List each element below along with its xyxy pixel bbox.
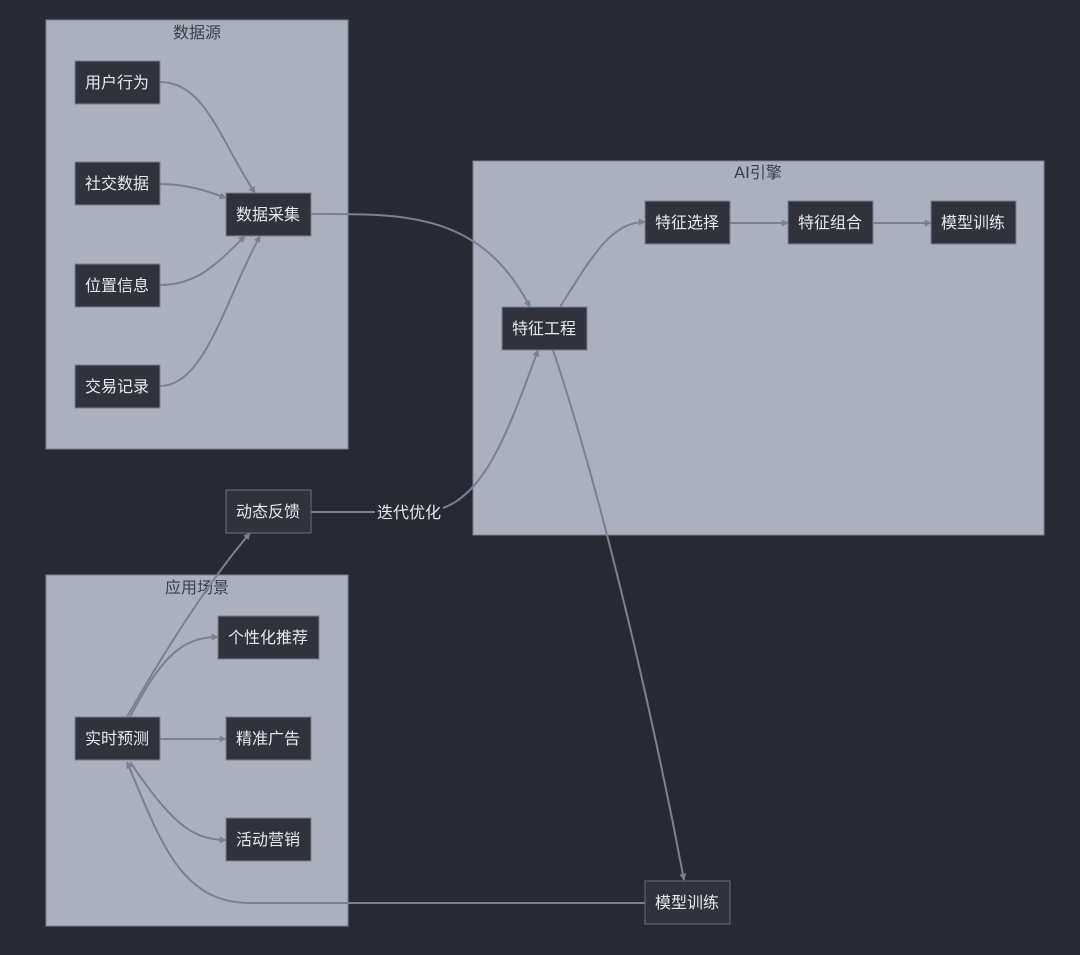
node-label: 数据采集 — [236, 205, 300, 224]
node-label: 特征工程 — [512, 319, 576, 338]
node-label: 特征选择 — [655, 213, 719, 232]
node-realtime-prediction[interactable]: 实时预测 — [74, 716, 161, 761]
edge-feature-eng-to-selection — [559, 218, 646, 308]
node-user-behavior[interactable]: 用户行为 — [74, 60, 161, 105]
node-location-info[interactable]: 位置信息 — [74, 263, 161, 308]
node-label: 社交数据 — [85, 174, 149, 193]
node-transaction-record[interactable]: 交易记录 — [74, 364, 161, 409]
node-social-data[interactable]: 社交数据 — [74, 161, 161, 206]
edge-model-to-prediction — [126, 761, 645, 904]
node-event-marketing[interactable]: 活动营销 — [225, 817, 312, 862]
node-dynamic-feedback[interactable]: 动态反馈 — [225, 489, 312, 534]
edge-user-behavior-to-collection — [159, 81, 256, 194]
node-model-training-ai[interactable]: 模型训练 — [930, 200, 1017, 245]
edge-transaction-to-collection — [159, 235, 261, 387]
node-label: 实时预测 — [85, 729, 149, 748]
node-label: 精准广告 — [236, 729, 300, 748]
edge-feature-eng-to-model — [552, 349, 687, 881]
edge-prediction-to-feedback — [126, 532, 251, 718]
node-feature-combination[interactable]: 特征组合 — [787, 200, 874, 245]
node-label: 活动营销 — [236, 830, 300, 849]
edge-location-to-collection — [159, 235, 246, 286]
node-label: 特征组合 — [798, 213, 862, 232]
edge-social-to-collection — [159, 183, 227, 200]
subgraph-title-ai-engine: AI引擎 — [734, 163, 782, 182]
subgraph-title-application: 应用场景 — [165, 578, 229, 597]
node-label: 用户行为 — [85, 73, 149, 92]
edges — [126, 81, 932, 904]
node-label: 模型训练 — [655, 893, 719, 912]
node-label: 个性化推荐 — [228, 628, 308, 647]
node-feature-selection[interactable]: 特征选择 — [644, 200, 731, 245]
node-model-training[interactable]: 模型训练 — [644, 880, 731, 925]
node-label: 交易记录 — [85, 377, 149, 396]
node-feature-engineering[interactable]: 特征工程 — [501, 306, 588, 351]
edge-label-iterative-optimization: 迭代优化 — [375, 500, 443, 524]
node-label: 模型训练 — [941, 213, 1005, 232]
edge-label-text: 迭代优化 — [377, 503, 441, 522]
node-label: 动态反馈 — [236, 502, 300, 521]
node-precise-ads[interactable]: 精准广告 — [225, 716, 312, 761]
edge-prediction-to-recommend — [129, 633, 219, 718]
node-data-collection[interactable]: 数据采集 — [225, 192, 312, 237]
subgraph-title-data-source: 数据源 — [173, 23, 221, 42]
node-personalized-recommend[interactable]: 个性化推荐 — [217, 615, 320, 660]
edge-collection-to-feature-eng — [310, 212, 531, 308]
edge-prediction-to-marketing — [129, 761, 227, 844]
node-label: 位置信息 — [85, 276, 149, 295]
